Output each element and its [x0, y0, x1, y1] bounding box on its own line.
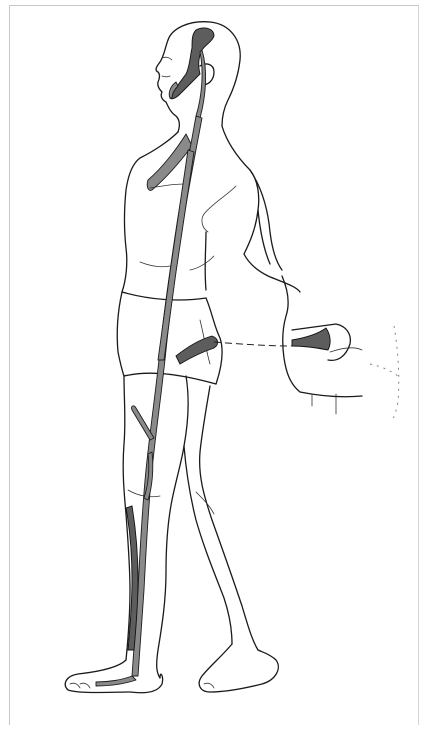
meridian-channels	[96, 28, 218, 686]
arm	[250, 170, 282, 270]
torso-outline	[122, 126, 300, 292]
detail-inset	[214, 276, 399, 420]
